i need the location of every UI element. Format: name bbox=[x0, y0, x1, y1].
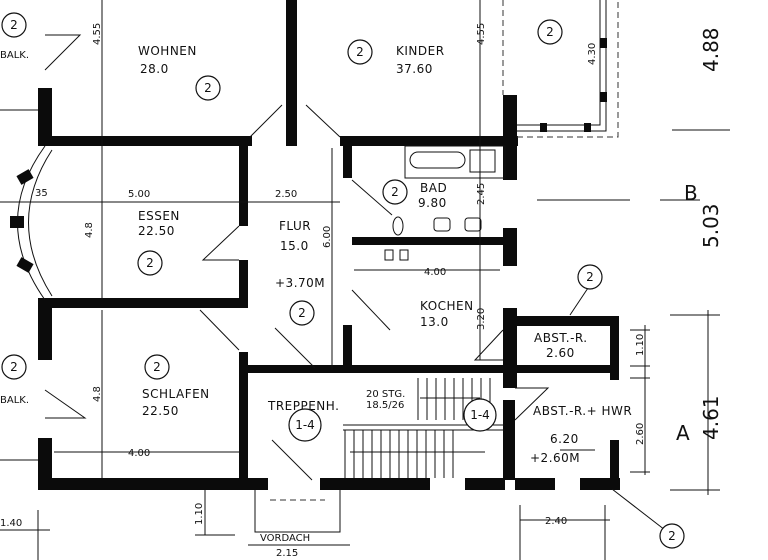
stair-marker: 1-4 bbox=[288, 408, 322, 442]
bay-right bbox=[502, 0, 619, 138]
dim-essen-height: 4.8 bbox=[84, 222, 95, 238]
room-area-vordach: 2.15 bbox=[276, 548, 298, 559]
bathroom-fixtures bbox=[384, 145, 506, 261]
dim-right-mid: 5.03 bbox=[699, 203, 723, 248]
dim-right-low: 4.61 bbox=[699, 395, 723, 440]
unit-marker: 2 bbox=[1, 12, 27, 38]
room-area-essen: 22.50 bbox=[138, 224, 175, 238]
room-name-kinder: KINDER bbox=[396, 44, 445, 58]
room-name-schlafen: SCHLAFEN bbox=[142, 387, 210, 401]
room-area-bad: 9.80 bbox=[418, 196, 447, 210]
unit-markers: 2 2 2 2 2 2 2 2 2 2 2 1-4 1-4 bbox=[1, 12, 685, 549]
dim-bad-height: 2.45 bbox=[476, 183, 487, 205]
room-name-balkon-bottom: BALK. bbox=[0, 395, 29, 406]
dim-hwr-width: 2.40 bbox=[545, 516, 567, 527]
dim-kinder-height: 4.55 bbox=[476, 23, 487, 45]
room-area-kochen: 13.0 bbox=[420, 315, 449, 329]
unit-marker: 2 bbox=[137, 250, 163, 276]
stair-note-ratio: 18.5/26 bbox=[366, 400, 404, 411]
room-name-bad: BAD bbox=[420, 181, 447, 195]
dim-essen-width: 5.00 bbox=[128, 189, 150, 200]
unit-marker: 2 bbox=[382, 179, 408, 205]
dim-hwr-height: 2.60 bbox=[635, 423, 646, 445]
vordach bbox=[254, 490, 341, 533]
room-area-kinder: 37.60 bbox=[396, 62, 433, 76]
room-area-schlafen: 22.50 bbox=[142, 404, 179, 418]
room-area-abstellraum-hwr: 6.20 bbox=[550, 432, 579, 446]
marker-label: 2 bbox=[204, 81, 212, 95]
unit-marker: 2 bbox=[347, 39, 373, 65]
room-name-vordach: VORDACH bbox=[260, 533, 310, 544]
bay-window bbox=[10, 145, 53, 301]
room-name-kochen: KOCHEN bbox=[420, 299, 474, 313]
stair-marker: 1-4 bbox=[463, 398, 497, 432]
dim-flur-width: 2.50 bbox=[275, 189, 297, 200]
door-swings bbox=[0, 34, 550, 481]
marker-label: 2 bbox=[10, 360, 18, 374]
marker-label: 2 bbox=[10, 18, 18, 32]
dim-bay-height: 4.30 bbox=[587, 43, 598, 65]
unit-marker: 2 bbox=[659, 523, 685, 549]
room-name-abstellraum-hwr: ABST.-R.+ HWR bbox=[533, 404, 632, 418]
room-name-wohnen: WOHNEN bbox=[138, 44, 197, 58]
walls bbox=[38, 0, 620, 490]
room-name-treppenhaus: TREPPENH. bbox=[267, 399, 339, 413]
unit-marker: 2 bbox=[1, 354, 27, 380]
unit-marker: 2 bbox=[144, 354, 170, 380]
marker-label: 2 bbox=[298, 306, 306, 320]
dim-kochen-height: 3.20 bbox=[476, 308, 487, 330]
section-marker-a: A bbox=[676, 421, 690, 445]
room-area-flur: 15.0 bbox=[280, 239, 309, 253]
unit-marker: 2 bbox=[289, 300, 315, 326]
marker-label: 1-4 bbox=[470, 408, 490, 422]
dim-flur-height: 6.00 bbox=[322, 226, 333, 248]
marker-label: 2 bbox=[391, 185, 399, 199]
dim-right-top: 4.88 bbox=[699, 27, 723, 72]
level-hwr: +2.60M bbox=[530, 451, 580, 465]
dim-schlafen-width: 4.00 bbox=[128, 448, 150, 459]
unit-marker: 2 bbox=[577, 264, 603, 290]
dimension-lines bbox=[0, 0, 730, 560]
room-area-abstellraum: 2.60 bbox=[546, 346, 575, 360]
room-name-essen: ESSEN bbox=[138, 209, 180, 223]
marker-label: 2 bbox=[668, 529, 676, 543]
marker-label: 2 bbox=[153, 360, 161, 374]
dim-abst-height: 1.10 bbox=[635, 334, 646, 356]
stair-note-steps: 20 STG. bbox=[366, 389, 405, 400]
dim-schlafen-height: 4.8 bbox=[92, 386, 103, 402]
marker-label: 1-4 bbox=[295, 418, 315, 432]
dim-wohnen-height: 4.55 bbox=[92, 23, 103, 45]
dim-vordach-height: 1.10 bbox=[194, 503, 205, 525]
room-area-wohnen: 28.0 bbox=[140, 62, 169, 76]
unit-marker: 2 bbox=[195, 75, 221, 101]
dim-kochen-width: 4.00 bbox=[424, 267, 446, 278]
marker-label: 2 bbox=[146, 256, 154, 270]
dim-left-bottom: 1.40 bbox=[0, 518, 22, 529]
section-marker-b: B bbox=[684, 181, 698, 205]
level-flur: +3.70M bbox=[275, 276, 325, 290]
room-name-balkon-top: BALK. bbox=[0, 50, 29, 61]
marker-label: 2 bbox=[356, 45, 364, 59]
room-name-flur: FLUR bbox=[279, 219, 311, 233]
marker-label: 2 bbox=[546, 25, 554, 39]
marker-label: 2 bbox=[586, 270, 594, 284]
room-name-abstellraum: ABST.-R. bbox=[534, 331, 588, 345]
dim-essen-bay: 35 bbox=[35, 188, 48, 199]
unit-marker: 2 bbox=[537, 19, 563, 45]
